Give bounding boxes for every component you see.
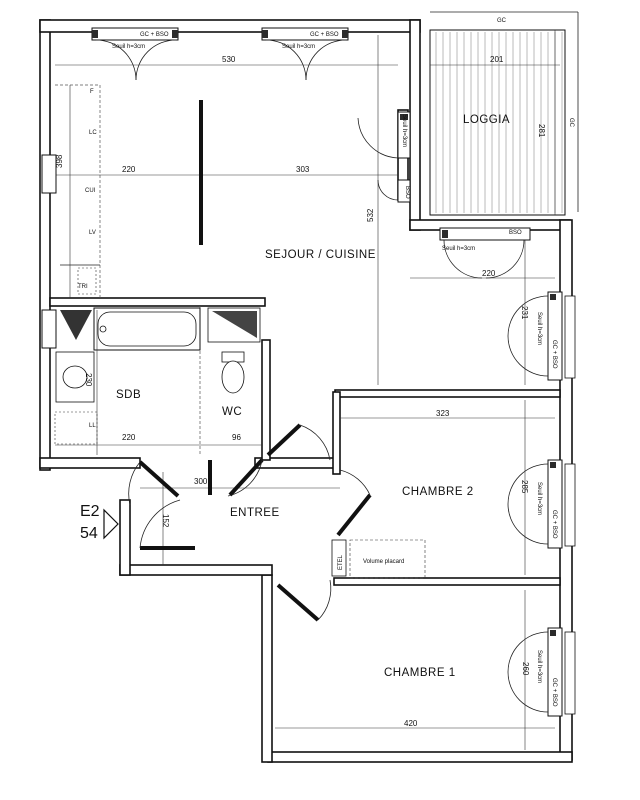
window-right-chambre2[interactable] (507, 459, 576, 549)
dim-201: 201 (490, 55, 504, 64)
label-seuil-chambre2: Seuil h=3cm (536, 482, 542, 515)
room-sdb: SDB (116, 389, 141, 401)
label-gc-bso-top-right: GC + BSO (310, 32, 339, 38)
placard (331, 539, 426, 579)
stair-number: 54 (80, 525, 98, 542)
dim-231: 231 (520, 306, 529, 320)
label-etel: ETEL (338, 554, 344, 570)
window-left-sdb[interactable] (41, 309, 57, 349)
label-gc-top: GC (497, 18, 507, 24)
dim-530: 530 (222, 55, 236, 64)
label-bso-door: BSO (404, 186, 410, 199)
dim-323: 323 (436, 409, 450, 418)
window-right-chambre1[interactable] (507, 627, 576, 717)
sdb-fixtures (54, 307, 261, 445)
label-bso-loggia: BSO (509, 230, 522, 236)
dim-220-sdb: 220 (122, 433, 136, 442)
door-chambre2[interactable] (336, 469, 372, 537)
dim-96: 96 (232, 433, 241, 442)
label-cui: CUI (85, 188, 96, 194)
window-left-kitchen[interactable] (41, 154, 57, 194)
door-sdb[interactable] (128, 460, 180, 506)
room-sejour: SEJOUR / CUISINE (265, 249, 376, 261)
label-gc-right: GC (568, 118, 574, 128)
door-entree[interactable] (139, 499, 195, 550)
label-lv: LV (89, 230, 96, 236)
label-seuil-chambre1: Seuil h=3cm (536, 650, 542, 683)
dim-420: 420 (404, 719, 418, 728)
dim-532: 532 (366, 208, 375, 222)
room-loggia: LOGGIA (463, 114, 510, 126)
dim-300: 300 (194, 477, 208, 486)
label-seuil-sejour: Seuil h=3cm (536, 312, 542, 345)
dim-220-top: 220 (122, 165, 136, 174)
room-entree: ENTREE (230, 507, 280, 519)
stair-level: E2 (80, 503, 100, 520)
room-wc: WC (222, 406, 242, 418)
loggia-door[interactable] (357, 111, 411, 203)
dim-230: 230 (84, 373, 93, 387)
label-gc-bso-sejour: GC + BSO (551, 340, 557, 369)
dim-285: 285 (520, 480, 529, 494)
label-tri: TRI (78, 284, 88, 290)
dim-220-right: 220 (482, 269, 496, 278)
dim-260: 260 (521, 662, 530, 676)
entry-arrow-icon (103, 508, 119, 540)
dim-303: 303 (296, 165, 310, 174)
label-seuil-top-right: Seuil h=3cm (282, 44, 315, 50)
dim-152: 152 (161, 514, 170, 528)
label-seuil-door: Seuil h=3cm (401, 114, 407, 147)
label-gc-bso-chambre1: GC + BSO (551, 678, 557, 707)
dim-398: 398 (55, 154, 64, 168)
label-f: F (90, 89, 94, 95)
label-lc: LC (89, 130, 97, 136)
loggia-bottom-door[interactable] (439, 227, 531, 279)
wc-toilet (221, 351, 245, 394)
door-wc[interactable] (208, 458, 264, 497)
door-sejour[interactable] (266, 423, 331, 461)
label-volume-placard: Volume placard (363, 559, 404, 565)
room-chambre2: CHAMBRE 2 (402, 486, 474, 498)
label-gc-bso-top-left: GC + BSO (140, 32, 169, 38)
label-ll: LL (89, 423, 96, 429)
window-right-sejour[interactable] (507, 291, 576, 381)
window-top-right[interactable] (261, 27, 349, 81)
label-gc-bso-chambre2: GC + BSO (551, 510, 557, 539)
label-seuil-top-left: Seuil h=3cm (112, 44, 145, 50)
loggia-floor (429, 29, 566, 216)
stair-tag: E2 54 (80, 503, 119, 542)
door-chambre1[interactable] (276, 579, 332, 622)
dim-281: 281 (537, 124, 546, 138)
room-chambre1: CHAMBRE 1 (384, 667, 456, 679)
window-top-left[interactable] (91, 27, 179, 81)
label-seuil-loggia: Seuil h=3cm (442, 246, 475, 252)
